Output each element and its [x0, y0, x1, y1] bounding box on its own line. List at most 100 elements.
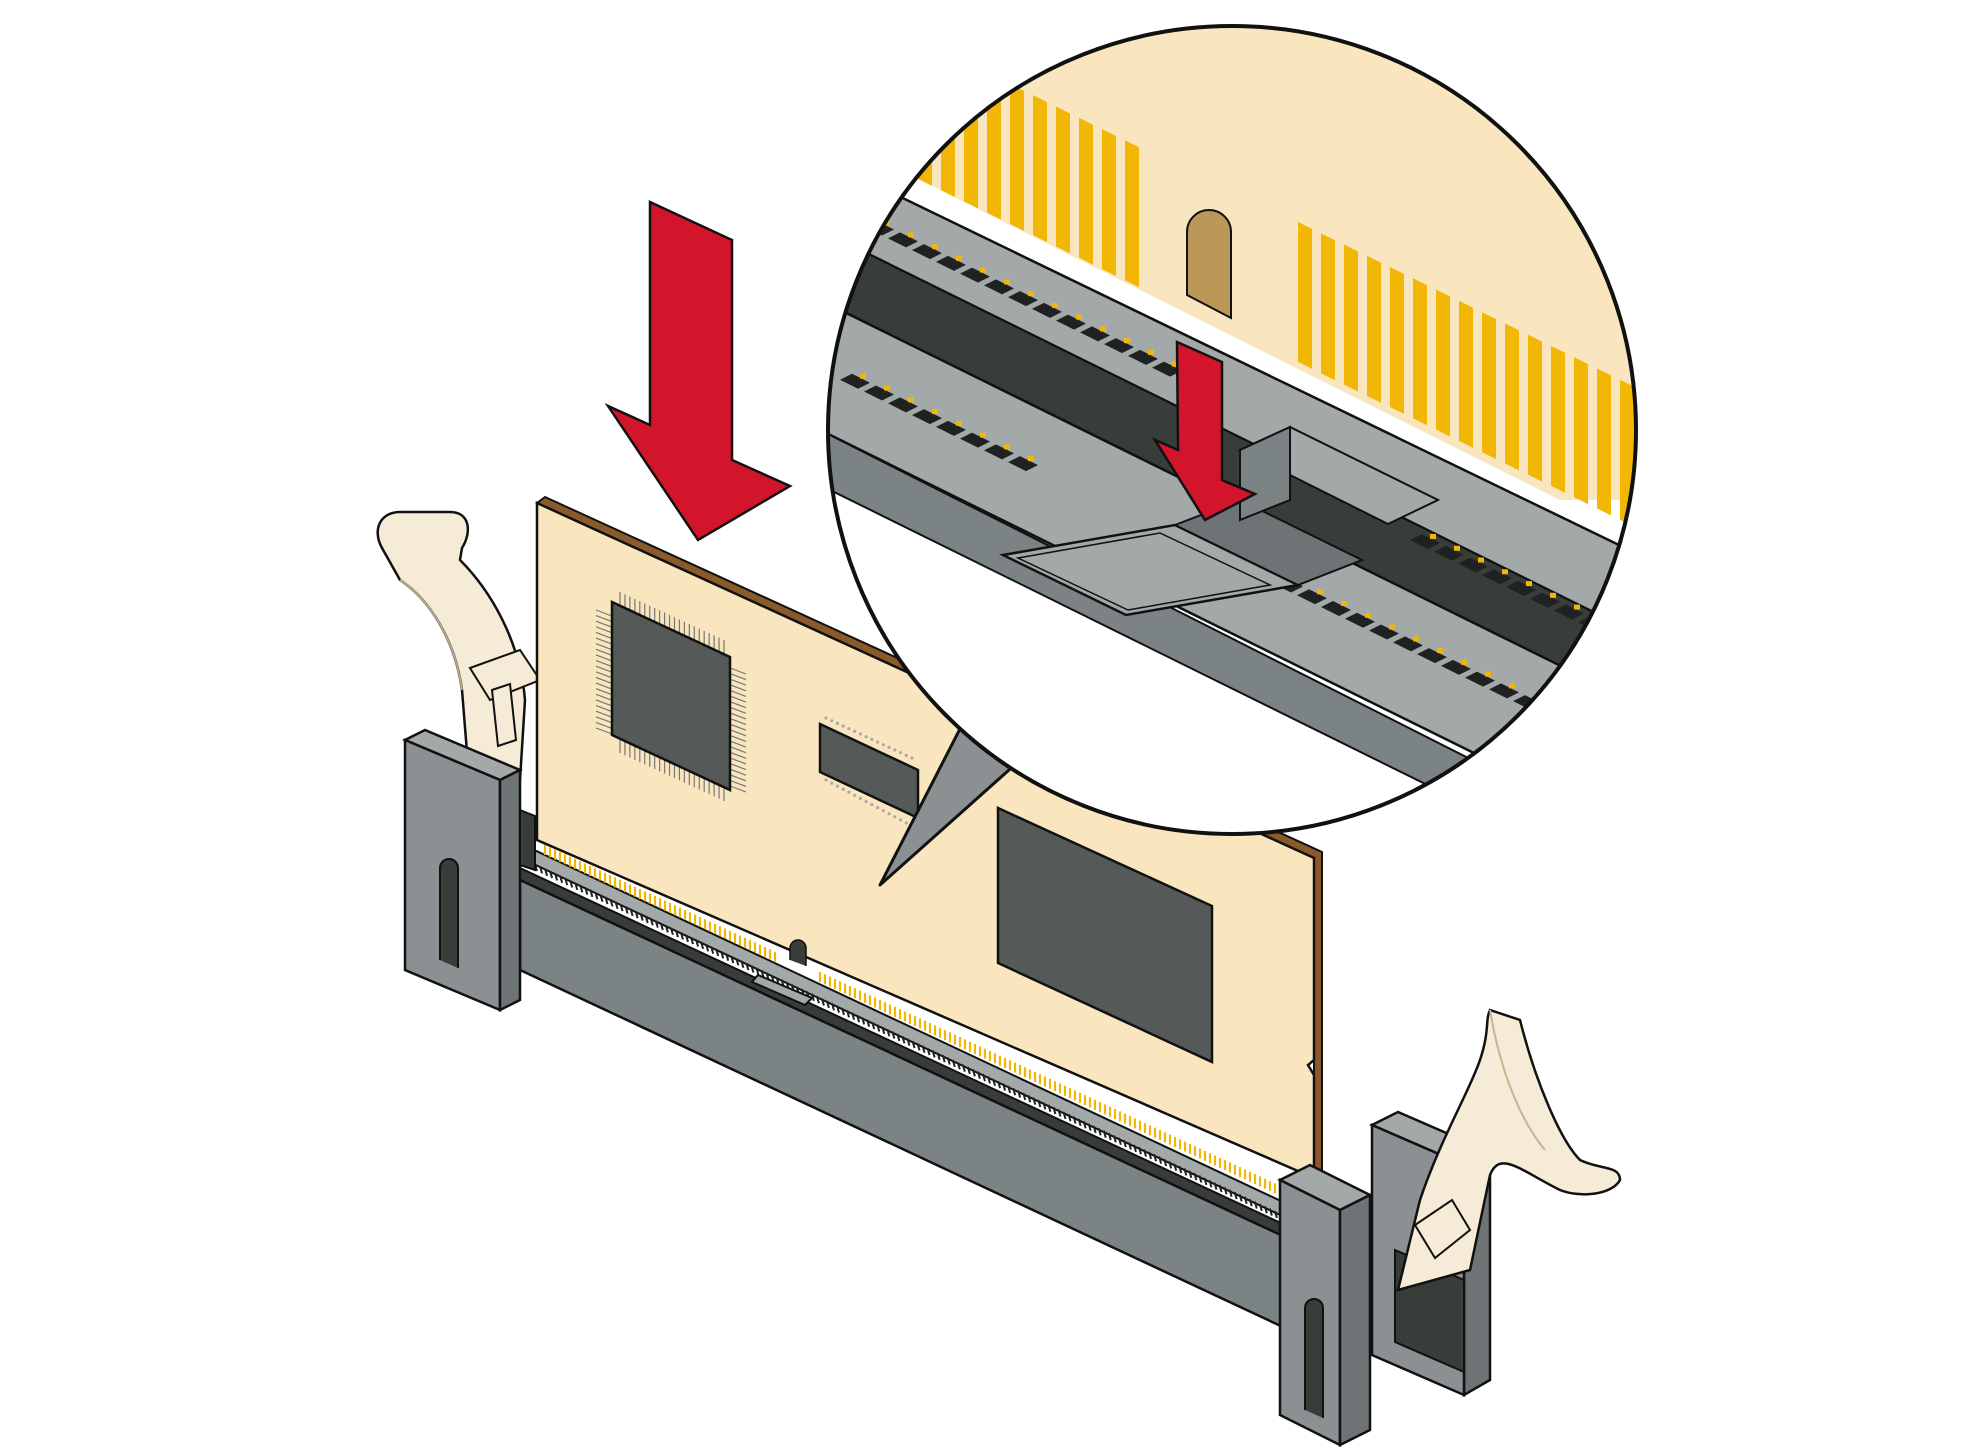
zoom-pin-contact: [1430, 534, 1436, 539]
slot-pin: [609, 899, 614, 907]
chip-leg: [729, 757, 747, 765]
slot-pin: [856, 1014, 861, 1023]
slot-pin: [825, 1000, 830, 1009]
left-latch: [376, 510, 542, 792]
slot-pin: [1072, 1116, 1077, 1124]
slot-pin: [1148, 1151, 1153, 1160]
chip-leg: [595, 688, 613, 696]
module-chip-large-square: [595, 592, 747, 801]
slot-pin: [760, 969, 765, 978]
slot-pin: [695, 939, 700, 947]
zoom-pin-contact: [1581, 718, 1587, 724]
zoom-slot-pin: [1530, 592, 1560, 608]
chip-dot: [853, 793, 857, 797]
zoom-pin-contact: [1502, 569, 1508, 575]
slot-pin: [901, 1036, 906, 1044]
zoom-pin-contact: [932, 244, 938, 250]
slot-pin: [982, 1073, 986, 1082]
zoom-slot-pin: [1032, 302, 1062, 318]
zoom-pin-contact: [1478, 557, 1484, 563]
zoom-slot-pin: [1369, 624, 1399, 640]
gold-finger: [1079, 117, 1093, 265]
slot-pin: [1203, 1177, 1208, 1186]
zoom-pin-contact: [1574, 604, 1580, 610]
zoom-slot-pin: [1297, 589, 1327, 605]
gold-finger: [1367, 255, 1381, 403]
slot-pin: [911, 1040, 916, 1049]
chip-dot: [870, 737, 874, 741]
zoom-pin-contact: [1598, 616, 1604, 622]
slot-pin: [549, 870, 554, 879]
zoom-slot-pin: [1393, 636, 1423, 652]
slot-pin: [735, 958, 740, 966]
slot-pin: [992, 1078, 996, 1087]
zoom-slot-pin: [1561, 718, 1591, 734]
slot-pin: [951, 1059, 956, 1068]
zoom-slot-pin: [1008, 291, 1038, 307]
zoom-pin-contact: [1052, 302, 1058, 308]
chip-leg: [729, 740, 747, 748]
chip-leg: [729, 689, 747, 698]
zoom-pin-contact: [1413, 636, 1419, 642]
chip-leg: [595, 660, 613, 668]
zoom-pin-contact: [1509, 683, 1515, 689]
chip-dot: [847, 790, 851, 794]
zoom-pin-contact: [1172, 361, 1178, 367]
chip-leg: [729, 734, 747, 742]
zoom-slot-pin: [984, 444, 1014, 460]
zoom-pin-contact: [908, 397, 914, 403]
slot-pin: [1218, 1184, 1223, 1193]
zoom-slot-pin: [1152, 361, 1182, 377]
slot-pin: [961, 1064, 966, 1072]
slot-pin: [906, 1038, 911, 1046]
slot-pin: [649, 918, 654, 926]
slot-pin: [680, 932, 684, 940]
slot-pin: [569, 880, 574, 888]
gold-finger: [941, 50, 955, 198]
gold-finger: [1459, 300, 1473, 448]
chip-leg: [729, 729, 747, 737]
slot-pin: [1133, 1144, 1137, 1153]
slot-pin: [921, 1045, 926, 1053]
slot-connector: [518, 846, 1302, 1337]
chip-leg: [729, 762, 747, 771]
slot-pin: [891, 1031, 896, 1039]
gold-finger: [1436, 289, 1450, 437]
slot-pin: [750, 965, 755, 973]
slot-pin: [599, 894, 604, 902]
zoom-pin-contact: [860, 373, 866, 379]
slot-pin: [1117, 1137, 1122, 1146]
slot-pin: [1012, 1087, 1017, 1096]
gold-finger: [1344, 244, 1358, 392]
zoom-slot-pin: [1008, 456, 1038, 472]
slot-pin: [941, 1054, 946, 1063]
chip-leg: [729, 673, 747, 681]
slot-pin: [554, 873, 559, 881]
slot-pin: [916, 1043, 921, 1051]
chip-leg: [595, 654, 613, 662]
chip-dot: [876, 740, 880, 744]
slot-pin: [690, 936, 694, 945]
slot-pin: [1228, 1189, 1233, 1197]
slot-pin: [1107, 1132, 1112, 1141]
slot-pin: [896, 1033, 901, 1042]
slot-pin: [629, 908, 634, 917]
zoom-pin-contact: [980, 267, 986, 273]
down-arrow-icon: [604, 200, 793, 542]
gold-finger: [987, 72, 1001, 220]
chip-dot: [893, 815, 897, 819]
chip-dot: [864, 735, 868, 739]
zoom-slot-pin: [1056, 314, 1086, 330]
gold-finger: [1620, 379, 1634, 527]
chip-dot: [893, 748, 897, 752]
slot-pin: [574, 882, 579, 891]
slot-pin: [1027, 1095, 1032, 1103]
slot-pin: [866, 1019, 871, 1028]
slot-pin: [659, 922, 664, 931]
chip-leg: [729, 701, 747, 709]
gold-finger: [1321, 233, 1335, 381]
zoom-pin-contact: [956, 255, 962, 261]
chip-dot: [858, 796, 863, 801]
right-latch: [1396, 1008, 1622, 1292]
chip-leg: [729, 718, 747, 726]
